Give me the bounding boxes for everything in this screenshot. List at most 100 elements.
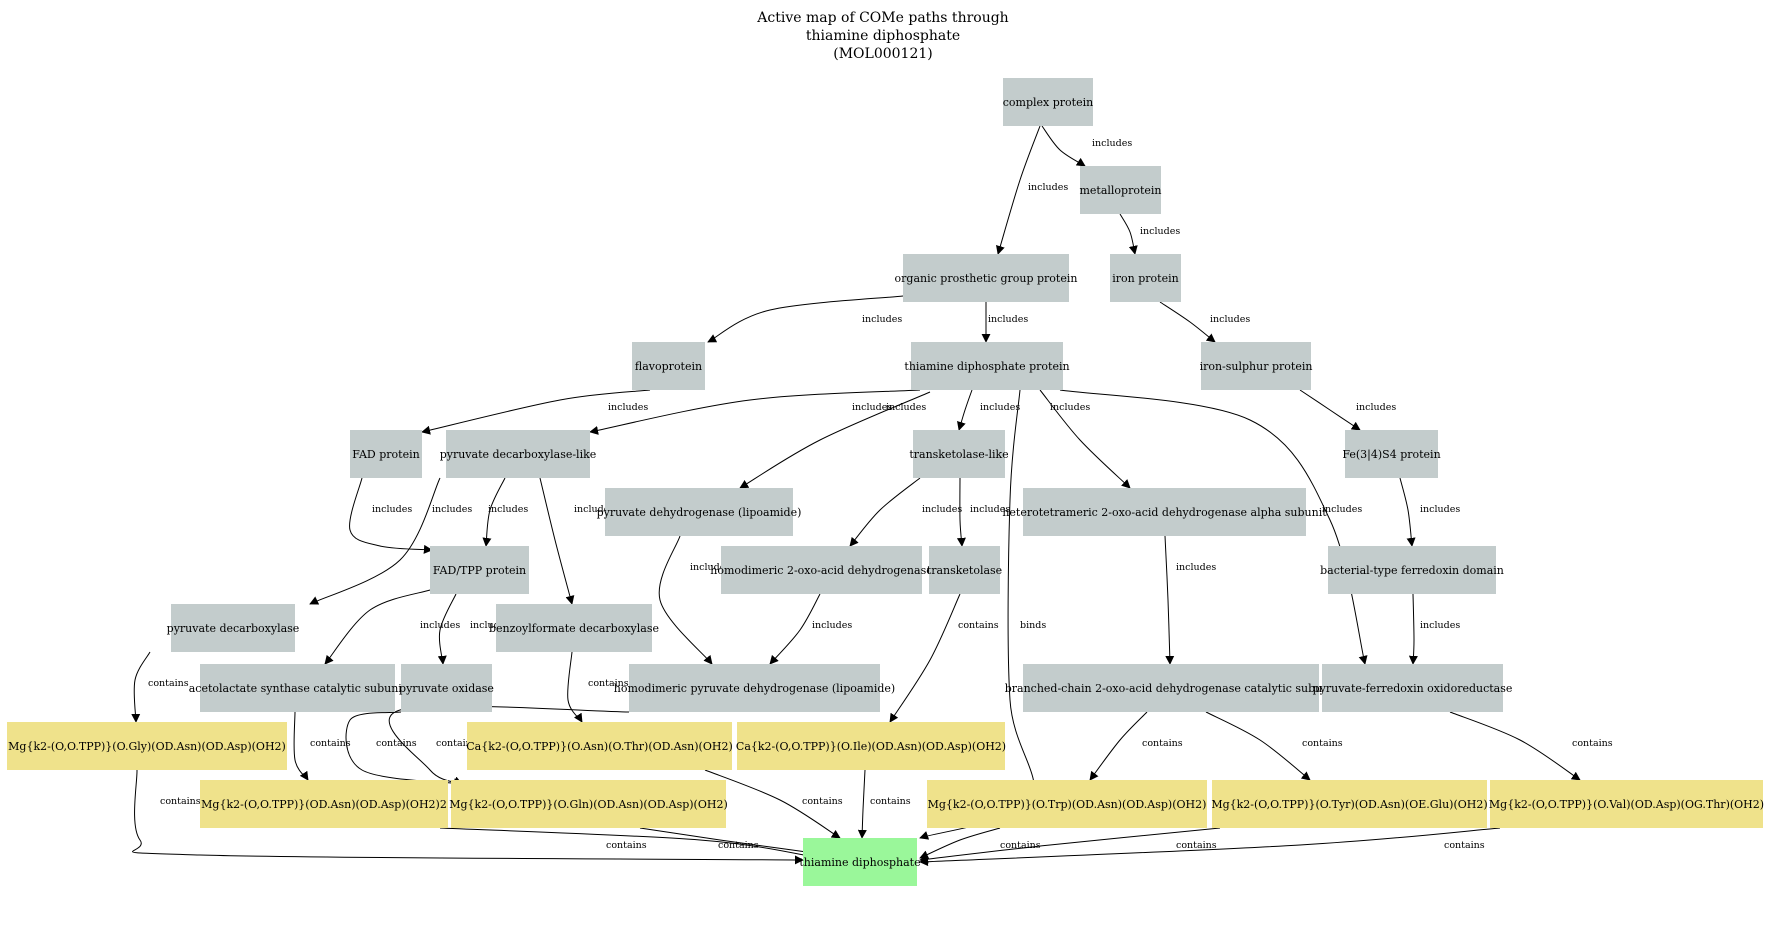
node-benzoylformate[interactable]: benzoylformate decarboxylase (489, 604, 659, 652)
edge-fad_protein-to-fad_tpp: includes (349, 477, 433, 554)
node-box[interactable] (200, 780, 448, 828)
edge-fad_tpp-to-acetolactate: includes (324, 589, 460, 665)
node-iron-sulphur[interactable]: iron-sulphur protein (1200, 342, 1313, 390)
edge-tpp_protein-to-pdc_like: includes (589, 389, 921, 435)
node-fe34s4[interactable]: Fe(3|4)S4 protein (1342, 430, 1441, 478)
node-label: transketolase-like (909, 448, 1008, 461)
node-box[interactable] (1345, 430, 1438, 478)
node-c-gly[interactable]: Mg{k2-(O,O.TPP)}(O.Gly)(OD.Asn)(OD.Asp)(… (7, 722, 287, 770)
node-box[interactable] (903, 254, 1069, 302)
node-label: Mg{k2-(O,O.TPP)}(O.Gly)(OD.Asn)(OD.Asp)(… (8, 740, 286, 753)
node-tpp-protein[interactable]: thiamine diphosphate protein (904, 342, 1070, 390)
node-box[interactable] (1201, 342, 1311, 390)
edge-c_val-to-tpp: contains (919, 827, 1501, 867)
node-c-mg-oh2-2[interactable]: Mg{k2-(O,O.TPP)}(OD.Asn)(OD.Asp)(OH2)2 (200, 780, 448, 828)
node-box[interactable] (629, 664, 880, 712)
node-pyr-oxidase[interactable]: pyruvate oxidase (399, 664, 494, 712)
node-c-val[interactable]: Mg{k2-(O,O.TPP)}(O.Val)(OD.Asp)(OG.Thr)(… (1489, 780, 1764, 828)
node-c-trp[interactable]: Mg{k2-(O,O.TPP)}(O.Trp)(OD.Asn)(OD.Asp)(… (927, 780, 1207, 828)
node-box[interactable] (401, 664, 492, 712)
node-iron-protein[interactable]: iron protein (1110, 254, 1181, 302)
node-box[interactable] (1322, 664, 1503, 712)
edge-pfor-to-c_val: contains (1449, 711, 1613, 781)
node-box[interactable] (7, 722, 287, 770)
nodes-layer: complex protein metalloprotein organic pro… (7, 78, 1764, 886)
node-c-ca-thr[interactable]: Ca{k2-(O,O.TPP)}(O.Asn)(O.Thr)(OD.Asn)(O… (466, 722, 733, 770)
node-bact-ferredoxin[interactable]: bacterial-type ferredoxin domain (1320, 546, 1504, 594)
edge-line (1089, 711, 1148, 781)
node-box[interactable] (913, 430, 1005, 478)
node-label: organic prosthetic group protein (895, 272, 1078, 285)
edge-line (349, 477, 433, 554)
edge-line (539, 477, 575, 605)
node-box[interactable] (911, 342, 1063, 390)
node-tpp[interactable]: thiamine diphosphate (799, 838, 921, 886)
node-label: homodimeric pyruvate dehydrogenase (lipo… (614, 682, 895, 695)
diagram-title: Active map of COMe paths through thiamin… (756, 10, 1008, 62)
node-homo-2oxo[interactable]: homodimeric 2-oxo-acid dehydrogenase (710, 546, 933, 594)
node-box[interactable] (1490, 780, 1763, 828)
edge-line (1449, 711, 1581, 781)
edge-c_trp-to-tpp: contains (919, 827, 1041, 859)
edge-homo_2oxo-to-homo_pdh: includes (769, 593, 852, 665)
node-pdc-like[interactable]: pyruvate decarboxylase-like (440, 430, 597, 478)
edge-line (293, 711, 309, 781)
edge-iron_sulphur-to-fe34s4: includes (1299, 389, 1396, 431)
node-pfor[interactable]: pyruvate-ferredoxin oxidoreductase (1313, 664, 1513, 712)
node-box[interactable] (496, 604, 652, 652)
node-label: branched-chain 2-oxo-acid dehydrogenase … (1005, 682, 1338, 695)
edge-label: includes (1176, 562, 1216, 573)
node-box[interactable] (200, 664, 395, 712)
node-box[interactable] (632, 342, 705, 390)
node-c-gln[interactable]: Mg{k2-(O,O.TPP)}(O.Gln)(OD.Asn)(OD.Asp)(… (449, 780, 728, 828)
node-box[interactable] (446, 430, 590, 478)
node-transketolase-like[interactable]: transketolase-like (909, 430, 1009, 478)
node-organic-prosthetic[interactable]: organic prosthetic group protein (895, 254, 1078, 302)
node-box[interactable] (803, 838, 917, 886)
node-fad-protein[interactable]: FAD protein (350, 430, 422, 478)
node-box[interactable] (737, 722, 1005, 770)
node-metalloprotein[interactable]: metalloprotein (1079, 166, 1162, 214)
node-c-ca-ile[interactable]: Ca{k2-(O,O.TPP)}(O.Ile)(OD.Asn)(OD.Asp)(… (736, 722, 1006, 770)
node-transketolase[interactable]: transketolase (927, 546, 1002, 594)
node-box[interactable] (721, 546, 922, 594)
edge-line (324, 589, 431, 665)
edge-c_mg_oh2_2-to-tpp: contains (439, 827, 821, 862)
edge-label: contains (1142, 738, 1183, 749)
edge-line (589, 389, 921, 435)
node-box[interactable] (467, 722, 732, 770)
node-flavoprotein[interactable]: flavoprotein (632, 342, 705, 390)
edge-label: contains (870, 796, 911, 807)
node-box[interactable] (1328, 546, 1496, 594)
edge-label: contains (1572, 738, 1613, 749)
node-pdh-lipo[interactable]: pyruvate dehydrogenase (lipoamide) (597, 488, 802, 536)
node-box[interactable] (1110, 254, 1181, 302)
node-box[interactable] (1023, 664, 1319, 712)
node-box[interactable] (929, 546, 1000, 594)
node-acetolactate[interactable]: acetolactate synthase catalytic subunit (189, 664, 407, 712)
edge-label: contains (588, 678, 629, 689)
edge-line (857, 769, 867, 839)
node-box[interactable] (350, 430, 422, 478)
node-box[interactable] (430, 546, 529, 594)
node-box[interactable] (171, 604, 295, 652)
edge-label: includes (1050, 402, 1090, 413)
node-pyr-decarboxylase[interactable]: pyruvate decarboxylase (167, 604, 300, 652)
node-c-tyr[interactable]: Mg{k2-(O,O.TPP)}(O.Tyr)(OD.Asn)(OE.Glu)(… (1211, 780, 1488, 828)
edge-line (996, 125, 1041, 255)
node-fad-tpp[interactable]: FAD/TPP protein (430, 546, 529, 594)
node-box[interactable] (1003, 78, 1093, 126)
node-box[interactable] (1080, 166, 1161, 214)
node-box[interactable] (1023, 488, 1306, 536)
node-box[interactable] (451, 780, 726, 828)
node-label: Mg{k2-(O,O.TPP)}(O.Gln)(OD.Asn)(OD.Asp)(… (449, 798, 728, 811)
node-box[interactable] (1212, 780, 1487, 828)
node-hetero-2oxo[interactable]: heterotetrameric 2-oxo-acid dehydrogenas… (1002, 488, 1327, 536)
node-bc-2oxo[interactable]: branched-chain 2-oxo-acid dehydrogenase … (1005, 664, 1338, 712)
node-box[interactable] (605, 488, 793, 536)
edge-transketolase_like-to-homo_2oxo: includes (849, 477, 962, 547)
node-complex-protein[interactable]: complex protein (1003, 78, 1093, 126)
node-box[interactable] (927, 780, 1207, 828)
node-homo-pdh[interactable]: homodimeric pyruvate dehydrogenase (lipo… (614, 664, 895, 712)
edge-pdc_like-to-benzoylformate: includes (539, 477, 614, 605)
